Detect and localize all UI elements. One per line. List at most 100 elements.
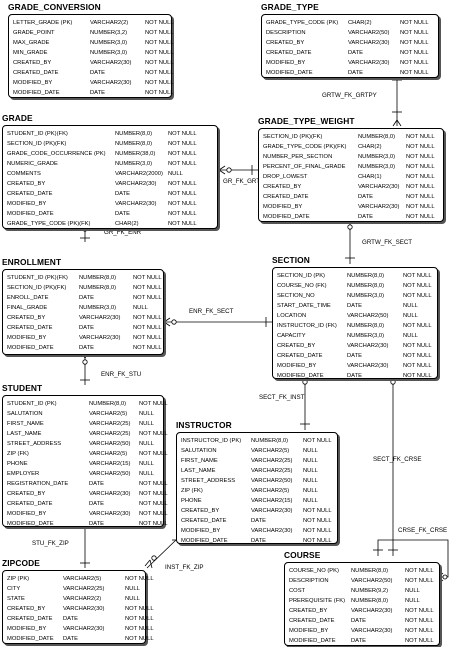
attribute-type: DATE: [251, 518, 267, 524]
attribute-type: DATE: [348, 50, 364, 56]
attribute-nullability: NOT NULL: [168, 221, 197, 227]
attribute-nullability: NOT NULL: [125, 636, 154, 642]
attribute-type: VARCHAR2(30): [79, 335, 121, 341]
attribute-type: DATE: [351, 638, 367, 644]
attribute-nullability: NULL: [125, 596, 140, 602]
attribute-type: DATE: [89, 521, 105, 527]
attribute-name: CREATED_BY: [13, 60, 52, 66]
attribute-type: NUMBER(3,0): [358, 154, 396, 160]
attribute-type: VARCHAR2(2): [90, 20, 129, 26]
attribute-nullability: NOT NULL: [400, 30, 429, 36]
attribute-nullability: NOT NULL: [403, 323, 432, 329]
attribute-type: NUMBER(8,0): [358, 134, 396, 140]
attribute-type: VARCHAR2(5): [89, 451, 128, 457]
attribute-type: DATE: [347, 373, 363, 379]
attribute-name: REGISTRATION_DATE: [7, 481, 69, 487]
attribute-name: MODIFIED_BY: [7, 626, 47, 632]
attribute-nullability: NOT NULL: [168, 151, 197, 157]
attribute-name: CREATED_BY: [7, 491, 46, 497]
attribute-type: DATE: [347, 353, 363, 359]
attribute-type: VARCHAR2(30): [63, 606, 105, 612]
attribute-type: VARCHAR2(5): [251, 448, 290, 454]
attribute-type: NUMBER(3,0): [79, 305, 117, 311]
attribute-nullability: NULL: [139, 471, 154, 477]
attribute-name: MODIFIED_BY: [266, 60, 306, 66]
attribute-type: NUMBER(8,0): [347, 273, 385, 279]
attribute-type: VARCHAR2(30): [347, 343, 389, 349]
line-inst-fk-zip: [146, 539, 177, 569]
attribute-nullability: NOT NULL: [145, 50, 174, 56]
attribute-nullability: NOT NULL: [303, 538, 332, 544]
attribute-nullability: NOT NULL: [406, 164, 435, 170]
attribute-nullability: NOT NULL: [168, 141, 197, 147]
attribute-nullability: NOT NULL: [400, 60, 429, 66]
attribute-name: GRADE_TYPE_CODE (PK): [266, 20, 339, 26]
attribute-nullability: NOT NULL: [139, 521, 168, 527]
attribute-nullability: NOT NULL: [168, 181, 197, 187]
attribute-type: NUMBER(8,0): [351, 568, 389, 574]
attribute-nullability: NOT NULL: [145, 30, 174, 36]
attribute-type: DATE: [79, 345, 95, 351]
attribute-nullability: NOT NULL: [406, 134, 435, 140]
attribute-type: DATE: [79, 325, 95, 331]
attribute-type: NUMBER(3,0): [347, 293, 385, 299]
attribute-nullability: NOT NULL: [406, 194, 435, 200]
attribute-type: VARCHAR2(30): [351, 608, 393, 614]
attribute-name: MODIFIED_DATE: [7, 521, 54, 527]
attribute-nullability: NULL: [303, 498, 318, 504]
attribute-nullability: NULL: [405, 588, 420, 594]
attribute-type: VARCHAR2(30): [79, 315, 121, 321]
attribute-name: MODIFIED_DATE: [181, 538, 228, 544]
attribute-type: VARCHAR2(30): [347, 363, 389, 369]
attribute-type: NUMBER(3,0): [90, 40, 128, 46]
attribute-nullability: NOT NULL: [405, 638, 434, 644]
attribute-type: DATE: [63, 636, 79, 642]
attribute-name: CREATED_BY: [7, 181, 46, 187]
rel-label-enr-fk-sect: ENR_FK_SECT: [189, 308, 234, 315]
attribute-name: NUMERIC_GRADE: [7, 161, 58, 167]
attribute-nullability: NOT NULL: [303, 518, 332, 524]
attribute-name: ENROLL_DATE: [7, 295, 49, 301]
attribute-nullability: NOT NULL: [145, 80, 174, 86]
attribute-type: DATE: [251, 538, 267, 544]
attribute-nullability: NULL: [403, 333, 418, 339]
attribute-type: VARCHAR2(30): [115, 181, 157, 187]
attribute-name: SECTION_NO: [277, 293, 315, 299]
attribute-name: INSTRUCTOR_ID (PK): [181, 438, 242, 444]
attribute-name: DROP_LOWEST: [263, 174, 308, 180]
attribute-type: DATE: [115, 211, 131, 217]
attribute-name: CREATED_DATE: [181, 518, 227, 524]
attribute-name: INSTRUCTOR_ID (FK): [277, 323, 337, 329]
attribute-name: PHONE: [181, 498, 202, 504]
attribute-name: ZIP (FK): [181, 488, 203, 494]
attribute-name: NUMBER_PER_SECTION: [263, 154, 333, 160]
attribute-name: CAPACITY: [277, 333, 306, 339]
attribute-name: CREATED_BY: [277, 343, 316, 349]
attribute-name: MODIFIED_BY: [289, 628, 329, 634]
rel-label-stu-fk-zip: STU_FK_ZIP: [32, 540, 69, 547]
attribute-nullability: NOT NULL: [403, 283, 432, 289]
attribute-type: NUMBER(3,0): [115, 161, 153, 167]
attribute-nullability: NOT NULL: [125, 626, 154, 632]
attribute-name: MAX_GRADE: [13, 40, 50, 46]
attribute-nullability: NOT NULL: [303, 438, 332, 444]
attribute-name: CREATED_DATE: [277, 353, 323, 359]
attribute-name: CREATED_BY: [7, 315, 46, 321]
attribute-name: DESCRIPTION: [266, 30, 306, 36]
attribute-nullability: NOT NULL: [125, 606, 154, 612]
attribute-type: NUMBER(38,0): [115, 151, 156, 157]
attribute-nullability: NOT NULL: [405, 618, 434, 624]
attribute-type: VARCHAR2(30): [358, 184, 400, 190]
attribute-name: SECTION_ID (PK)(FK): [7, 285, 67, 291]
attribute-type: VARCHAR2(30): [348, 40, 390, 46]
attribute-nullability: NOT NULL: [125, 616, 154, 622]
attribute-type: VARCHAR2(5): [89, 411, 128, 417]
attribute-name: CREATED_DATE: [7, 325, 53, 331]
attribute-name: CREATED_BY: [181, 508, 220, 514]
entity-title: STUDENT: [2, 383, 43, 393]
attribute-type: VARCHAR2(25): [89, 421, 131, 427]
